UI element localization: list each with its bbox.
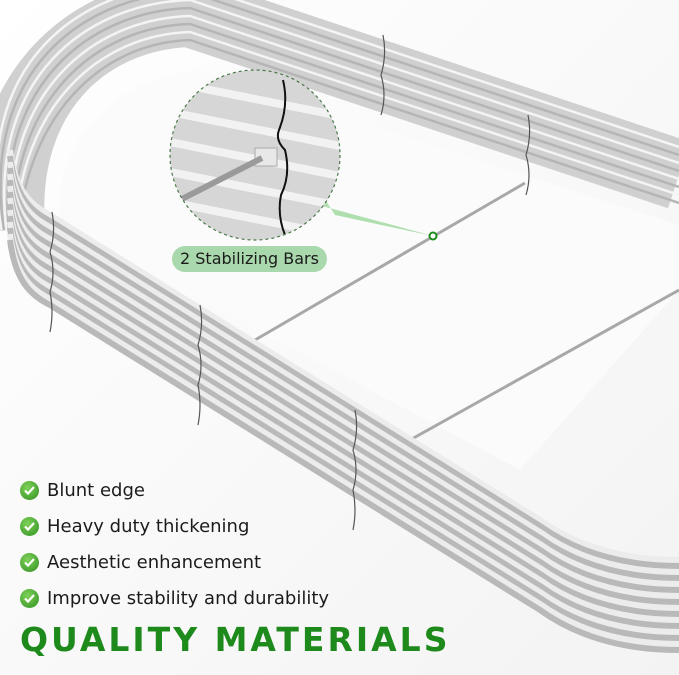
check-circle-icon — [20, 588, 39, 608]
stabilizing-bars-callout: 2 Stabilizing Bars — [172, 246, 327, 272]
check-circle-icon — [20, 552, 39, 572]
zoom-pointer — [300, 160, 433, 236]
feature-item: Blunt edge — [20, 472, 329, 508]
feature-item: Improve stability and durability — [20, 580, 329, 616]
check-circle-icon — [20, 480, 39, 500]
corrugation-stripe — [0, 0, 679, 231]
feature-list: Blunt edge Heavy duty thickening Aesthet… — [20, 472, 329, 616]
corrugation-stripe — [7, 239, 679, 653]
corrugation-stripe — [17, 38, 679, 231]
corrugation-stripe — [3, 0, 679, 231]
zoom-detail — [170, 70, 340, 240]
magnifier-circle — [169, 69, 341, 241]
corrugation-stripe — [0, 0, 679, 231]
stabilizing-bar — [254, 181, 526, 342]
panel-seams — [49, 34, 531, 531]
stabilizing-bar — [409, 288, 679, 442]
feature-item: Heavy duty thickening — [20, 508, 329, 544]
check-circle-icon — [20, 516, 39, 536]
corrugation-stripe — [14, 30, 679, 231]
feature-item: Aesthetic enhancement — [20, 544, 329, 580]
feature-label: Aesthetic enhancement — [47, 551, 262, 573]
feature-label: Improve stability and durability — [47, 587, 330, 609]
headline: QUALITY MATERIALS — [20, 620, 451, 659]
callout-anchor-dot — [428, 231, 438, 241]
feature-label: Blunt edge — [47, 479, 145, 501]
feature-label: Heavy duty thickening — [47, 515, 250, 537]
